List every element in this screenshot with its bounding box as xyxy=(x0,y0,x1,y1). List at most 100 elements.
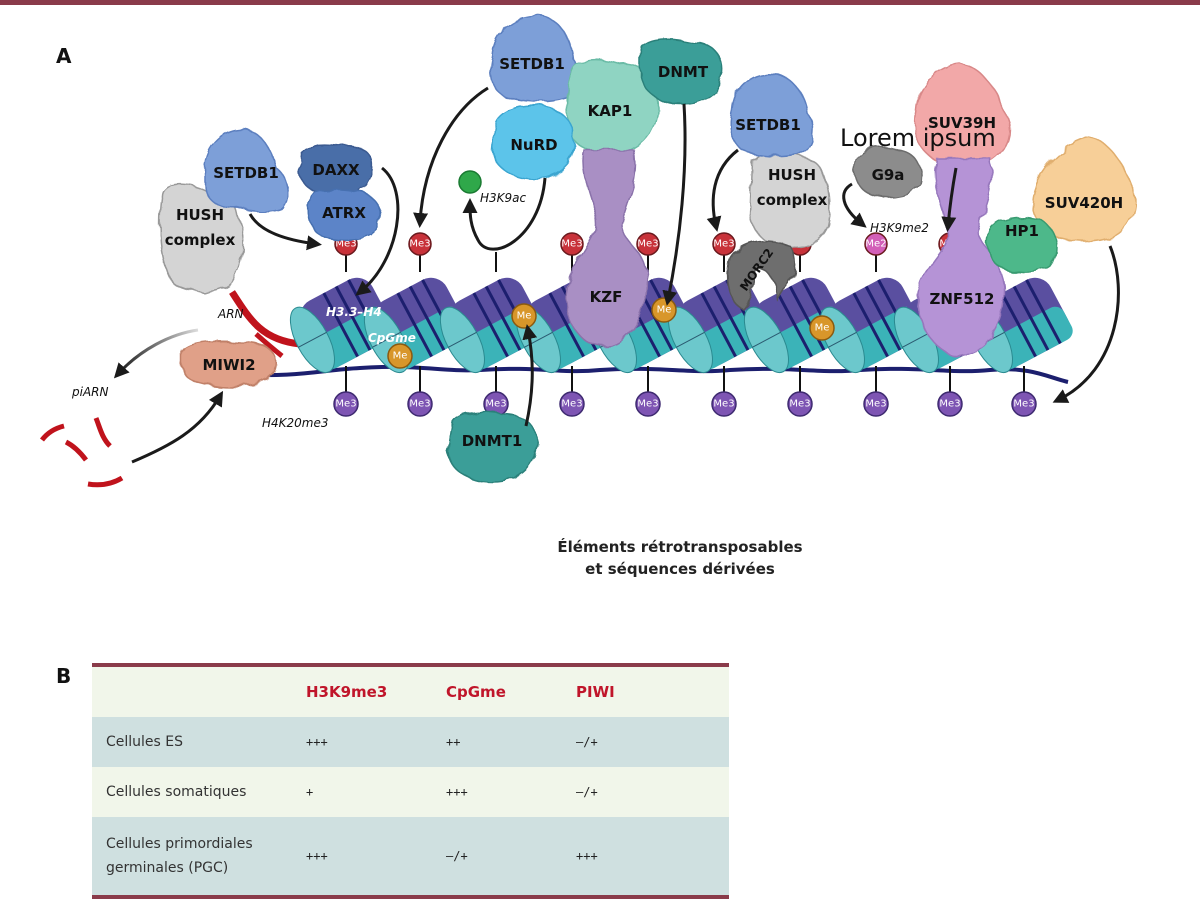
hp1-label: HP1 xyxy=(1005,222,1039,240)
svg-text:Me3: Me3 xyxy=(637,399,658,410)
cell-cpgme: –/+ xyxy=(446,849,468,863)
h33-h4-label: H3.3–H4 xyxy=(326,305,382,319)
cell-cpgme: +++ xyxy=(446,785,468,799)
svg-text:Me3: Me3 xyxy=(485,399,506,410)
setdb1-top: SETDB1 xyxy=(489,15,579,103)
h4k20me3-mark: Me3 xyxy=(863,391,889,417)
arrow-dnmt1-to-me xyxy=(522,324,538,427)
caption-line-2: et séquences dérivées xyxy=(585,560,775,578)
setdb1-right: SETDB1 xyxy=(729,73,813,157)
kzf: KZF xyxy=(565,149,648,348)
daxx: DAXX xyxy=(299,143,374,197)
miwi2: MIWI2 xyxy=(181,340,277,387)
cell-type-line-1: Cellules primordiales xyxy=(106,836,253,852)
suv39h: SUV39H xyxy=(913,63,1011,167)
arrow-suv39h-to-me3 xyxy=(941,167,958,232)
h4k20me3-label: H4K20me3 xyxy=(262,416,329,430)
cell-h3k9me3: +++ xyxy=(306,735,328,749)
arn-strand xyxy=(229,290,301,348)
miwi2-label: MIWI2 xyxy=(202,356,255,374)
arrow-daxx-to-h33 xyxy=(355,166,400,296)
me3-mark: Me3 xyxy=(636,232,660,256)
diagram-caption: Éléments rétrotransposables et séquences… xyxy=(480,536,880,580)
arrow-dnmt-to-me xyxy=(662,103,687,306)
h4k20me3-mark: Me3 xyxy=(407,391,433,417)
table-row: Cellules primordiales germinales (PGC) +… xyxy=(92,817,729,895)
svg-text:Me3: Me3 xyxy=(335,399,356,410)
hush-right-label-2: complex xyxy=(757,191,828,209)
epigenetic-marks-table: H3K9me3 CpGme PIWI Cellules ES +++ ++ –/… xyxy=(92,663,729,899)
dnmt1: DNMT1 xyxy=(447,411,538,483)
arn-fragment xyxy=(254,332,284,358)
me3-mark: Me3 xyxy=(712,232,736,256)
cell-cell-type: Cellules primordiales germinales (PGC) xyxy=(92,832,306,880)
arrow-arn-to-piarn xyxy=(113,328,199,379)
h3k9me2-label: H3K9me2 xyxy=(870,221,929,235)
svg-text:Me: Me xyxy=(657,305,672,316)
panel-a-letter: A xyxy=(56,44,72,68)
g9a-label: G9a xyxy=(872,166,905,184)
dnmt-label: DNMT xyxy=(658,63,709,81)
dnmt1-label: DNMT1 xyxy=(462,432,523,450)
dnmt: DNMT xyxy=(639,38,724,105)
svg-text:Me3: Me3 xyxy=(561,399,582,410)
cell-h3k9me3: + xyxy=(306,785,314,799)
svg-text:Me3: Me3 xyxy=(409,399,430,410)
arrow-setdb1top-to-me3 xyxy=(413,86,489,228)
arrow-setdb1right-to-me3 xyxy=(706,148,739,232)
hp1: HP1 xyxy=(986,216,1057,274)
znf512: ZNF512 xyxy=(917,157,1005,357)
cell-cpgme: ++ xyxy=(446,735,461,749)
svg-text:Me3: Me3 xyxy=(939,399,960,410)
cell-h3k9me3: +++ xyxy=(306,849,328,863)
arrow-setdb1-to-me3 xyxy=(248,213,322,251)
h4k20me3-mark: Me3 xyxy=(1011,391,1037,417)
table-row: Cellules somatiques + +++ –/+ xyxy=(92,767,729,817)
h4k20me3-mark: Me3 xyxy=(937,391,963,417)
svg-text:Me2: Me2 xyxy=(865,239,886,250)
atrx: ATRX xyxy=(307,188,381,241)
cell-piwi: –/+ xyxy=(576,735,598,749)
hush-right-label-1: HUSH xyxy=(768,166,816,184)
svg-text:Me3: Me3 xyxy=(713,239,734,250)
h4k20me3-mark: Me3 xyxy=(333,391,359,417)
cpg-methyl-mark: Me xyxy=(809,315,835,341)
setdb1-left-label: SETDB1 xyxy=(213,164,279,182)
nurd: NuRD xyxy=(491,104,575,179)
h4k20me3-mark: Me3 xyxy=(559,391,585,417)
piarn-fragments xyxy=(40,417,124,488)
cpg-methyl-mark: Me xyxy=(651,297,677,323)
svg-text:Me: Me xyxy=(517,311,532,322)
hush-left-label-2: complex xyxy=(165,231,236,249)
cell-cell-type: Cellules ES xyxy=(106,734,184,750)
header-h3k9me3: H3K9me3 xyxy=(306,683,388,701)
arrow-g9a-to-me2 xyxy=(842,182,867,228)
lorem-ipsum-text: Lorem ipsum xyxy=(840,124,996,152)
nurd-label: NuRD xyxy=(510,136,557,154)
suv420h: SUV420H xyxy=(1032,137,1137,243)
svg-text:Me3: Me3 xyxy=(713,399,734,410)
piarn-label: piARN xyxy=(71,385,108,399)
header-cpgme: CpGme xyxy=(446,683,506,701)
top-frame-bar xyxy=(0,0,1200,5)
me3-mark: Me3 xyxy=(408,232,432,256)
h4k20me3-mark: Me3 xyxy=(711,391,737,417)
suv39h-label: SUV39H xyxy=(928,114,996,132)
nucleosome xyxy=(439,277,545,374)
h3k9ac-acetyl-dot xyxy=(458,170,482,194)
svg-text:Me3: Me3 xyxy=(789,399,810,410)
svg-text:Me3: Me3 xyxy=(637,239,658,250)
arrow-piarn-to-miwi2 xyxy=(131,390,224,464)
daxx-label: DAXX xyxy=(312,161,360,179)
h4k20me3-mark: Me3 xyxy=(635,391,661,417)
h4k20me3-mark: Me3 xyxy=(787,391,813,417)
arrow-suv420h-to-me3 xyxy=(1052,245,1120,403)
hush-left-label-1: HUSH xyxy=(176,206,224,224)
kap1-label: KAP1 xyxy=(588,102,633,120)
cpgme-label: CpGme xyxy=(368,331,416,345)
svg-text:Me3: Me3 xyxy=(409,239,430,250)
hush-complex-left: HUSH complex xyxy=(159,183,244,293)
svg-text:Me3: Me3 xyxy=(865,399,886,410)
setdb1-top-label: SETDB1 xyxy=(499,55,565,73)
arn-label: ARN xyxy=(217,307,244,321)
